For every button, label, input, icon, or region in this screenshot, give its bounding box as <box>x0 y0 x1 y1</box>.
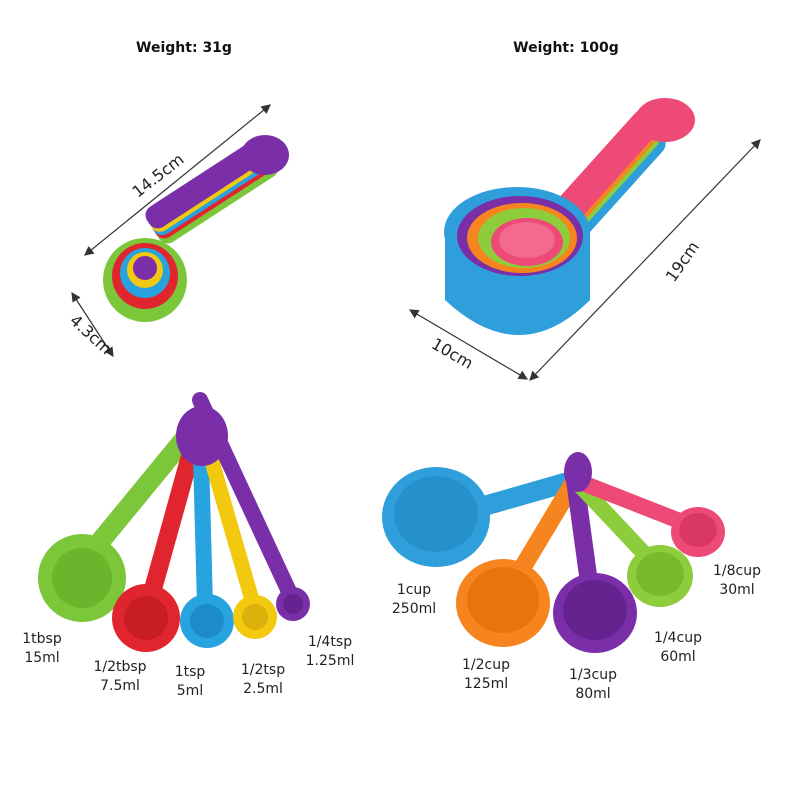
cup-set-weight: Weight: 100g <box>513 40 619 56</box>
fanned-spoons-image <box>38 392 310 652</box>
stacked-cups-image <box>444 98 695 335</box>
spoon-length-arrow <box>84 104 271 256</box>
spoon-width-arrow <box>71 291 114 358</box>
spoon-set-weight: Weight: 31g <box>136 40 232 56</box>
cup-length-arrow <box>529 139 761 381</box>
fanned-cups-image <box>382 452 725 653</box>
cup-width-arrow <box>408 309 529 380</box>
stacked-spoons-image <box>103 135 289 322</box>
